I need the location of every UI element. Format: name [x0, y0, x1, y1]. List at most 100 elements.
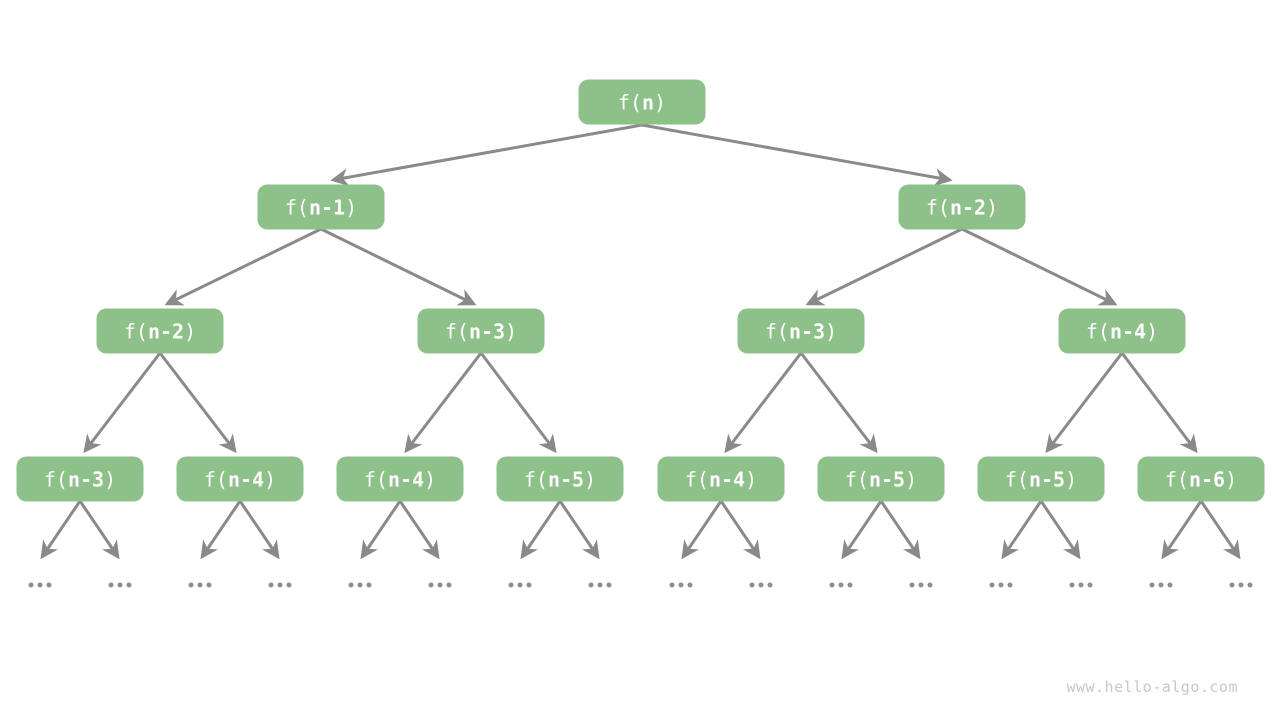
tree-node-f-n-2: f(n-2) [96, 308, 224, 354]
ellipsis [749, 582, 773, 588]
watermark: www.hello-algo.com [1066, 678, 1238, 696]
node-label-var: n-4 [227, 467, 265, 491]
node-label: f( [123, 319, 148, 343]
node-label-var: n [642, 90, 655, 114]
edge [558, 500, 600, 560]
node-label: ) [905, 467, 918, 491]
ellipsis [1229, 582, 1253, 588]
edge [1039, 500, 1081, 560]
tree-node-f-n-4: f(n-4) [176, 456, 304, 502]
edge [164, 227, 322, 306]
edge [1001, 500, 1043, 560]
node-label: f( [284, 195, 309, 219]
ellipsis [989, 582, 1013, 588]
ellipsis [428, 582, 452, 588]
node-label-var: n-2 [949, 195, 987, 219]
edge [238, 500, 280, 560]
tree-node-f-n-4: f(n-4) [1058, 308, 1186, 354]
edge [320, 227, 477, 306]
tree-node-f-n-5: f(n-5) [817, 456, 945, 502]
ellipsis [28, 582, 52, 588]
ellipsis [588, 582, 612, 588]
node-label: f( [523, 467, 548, 491]
edge [158, 352, 237, 454]
ellipsis [108, 582, 132, 588]
node-label: ) [1065, 467, 1078, 491]
ellipsis [268, 582, 292, 588]
edge [805, 227, 963, 306]
node-label-var: n-2 [147, 319, 185, 343]
edge [1199, 500, 1241, 560]
edge [520, 500, 562, 560]
tree-node-f-n-4: f(n-4) [657, 456, 785, 502]
node-label: f( [1004, 467, 1029, 491]
node-label: ) [345, 195, 358, 219]
edge [1120, 352, 1198, 454]
node-label-var: n-5 [547, 467, 585, 491]
node-label: ) [184, 319, 197, 343]
ellipsis [1149, 582, 1173, 588]
edge [879, 500, 921, 560]
node-label-var: n-6 [1188, 467, 1226, 491]
node-label: ) [1146, 319, 1159, 343]
edge [1045, 352, 1124, 454]
node-label: ) [986, 195, 999, 219]
ellipsis [909, 582, 933, 588]
edge [681, 500, 723, 560]
tree-node-f-n-3: f(n-3) [737, 308, 865, 354]
node-label: f( [617, 90, 642, 114]
node-label: f( [1085, 319, 1110, 343]
edge [724, 352, 803, 454]
ellipsis [829, 582, 853, 588]
edge [78, 500, 120, 560]
node-label: f( [444, 319, 469, 343]
node-label-var: n-4 [1109, 319, 1147, 343]
ellipsis [508, 582, 532, 588]
node-label-var: n-1 [308, 195, 346, 219]
tree-node-f-n-3: f(n-3) [16, 456, 144, 502]
node-label-var: n-3 [788, 319, 826, 343]
edge [641, 123, 953, 187]
edge [330, 123, 643, 187]
node-label-var: n-5 [1028, 467, 1066, 491]
ellipsis [188, 582, 212, 588]
node-label: f( [764, 319, 789, 343]
node-label: f( [844, 467, 869, 491]
ellipsis [669, 582, 693, 588]
edge [83, 352, 162, 454]
tree-node-f-n-2: f(n-2) [898, 184, 1026, 230]
node-label: ) [654, 90, 667, 114]
ellipsis [348, 582, 372, 588]
edge [479, 352, 557, 454]
node-label: f( [684, 467, 709, 491]
edge [40, 500, 82, 560]
node-label-var: n-3 [67, 467, 105, 491]
tree-node-f-n: f(n) [578, 79, 706, 125]
edge [799, 352, 878, 454]
node-label: ) [264, 467, 277, 491]
tree-node-f-n-1: f(n-1) [257, 184, 385, 230]
node-label: f( [1164, 467, 1189, 491]
node-label: ) [825, 319, 838, 343]
node-label: ) [505, 319, 518, 343]
edge [1161, 500, 1203, 560]
edge [719, 500, 761, 560]
node-label-var: n-5 [868, 467, 906, 491]
tree-node-f-n-5: f(n-5) [977, 456, 1105, 502]
node-label: f( [203, 467, 228, 491]
edge [961, 227, 1118, 306]
tree-node-f-n-3: f(n-3) [417, 308, 545, 354]
node-label-var: n-4 [387, 467, 425, 491]
tree-node-f-n-4: f(n-4) [336, 456, 464, 502]
node-label-var: n-3 [468, 319, 506, 343]
edge [398, 500, 440, 560]
edge [200, 500, 242, 560]
node-label: f( [925, 195, 950, 219]
edge [360, 500, 402, 560]
node-label: ) [104, 467, 117, 491]
tree-node-f-n-5: f(n-5) [496, 456, 624, 502]
ellipsis [1069, 582, 1093, 588]
node-label: ) [745, 467, 758, 491]
